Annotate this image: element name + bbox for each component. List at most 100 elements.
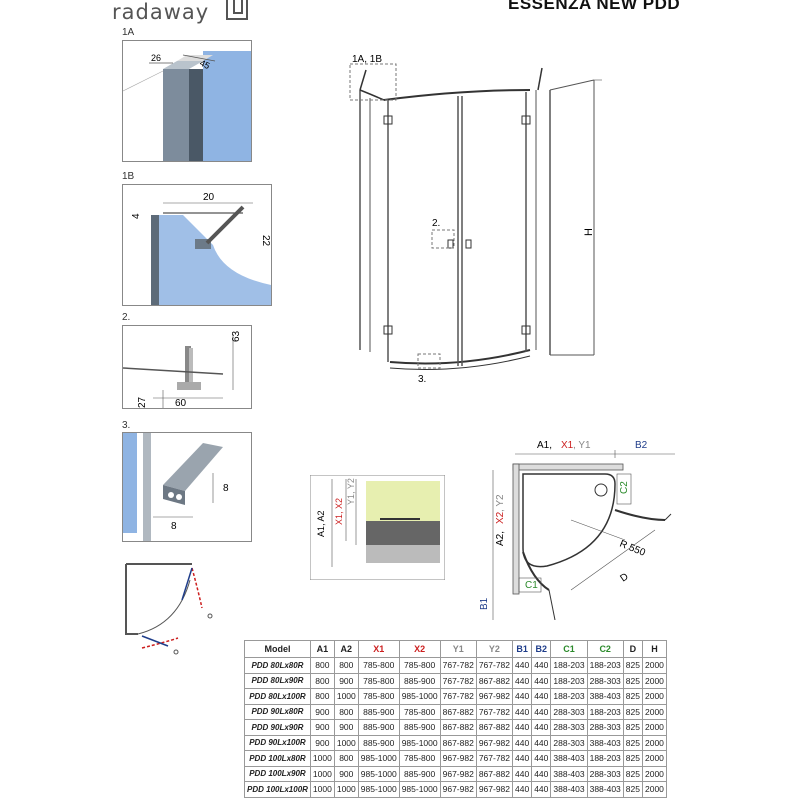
- table-cell: 867-882: [439, 719, 477, 736]
- table-cell: 825: [622, 765, 643, 782]
- plan-top-y: , Y1: [573, 440, 591, 451]
- table-cell: 288-303: [586, 765, 624, 782]
- dim-4: 4: [131, 213, 142, 219]
- table-cell: 867-882: [439, 703, 477, 720]
- table-cell: 985-1000: [357, 765, 400, 782]
- table-cell: 825: [622, 672, 643, 689]
- side-y-label: Y1, Y2: [346, 478, 356, 505]
- table-cell: 288-303: [586, 672, 624, 689]
- plan-top-a: A1,: [537, 440, 552, 451]
- table-cell: 885-900: [357, 719, 400, 736]
- dim-27: 27: [137, 396, 148, 408]
- table-cell: 440: [512, 657, 533, 674]
- table-cell: 900: [309, 719, 335, 736]
- table-cell: 2000: [641, 688, 667, 705]
- dim-8-vertical: 8: [223, 483, 229, 494]
- table-cell: 900: [333, 719, 359, 736]
- table-cell: 825: [622, 719, 643, 736]
- table-cell: 900: [333, 672, 359, 689]
- table-cell: 800: [309, 688, 335, 705]
- detail-2-panel: 63 27 60: [122, 325, 252, 409]
- table-cell: 967-982: [475, 688, 514, 705]
- table-cell: 985-1000: [398, 734, 441, 751]
- side-a-label: A1, A2: [316, 510, 326, 537]
- table-cell: 767-782: [475, 750, 514, 767]
- detail-1a-panel: 26 45: [122, 40, 252, 162]
- table-cell: 440: [531, 765, 552, 782]
- table-cell: 800: [309, 672, 335, 689]
- col-c2: C2: [586, 640, 624, 658]
- table-cell: 800: [333, 750, 359, 767]
- plan-top-x: X1: [561, 440, 574, 451]
- table-cell: 825: [622, 688, 643, 705]
- detail-1a-label: 1A: [122, 27, 135, 38]
- table-cell: 440: [531, 703, 552, 720]
- table-cell: 967-982: [475, 781, 514, 798]
- table-cell: 440: [531, 719, 552, 736]
- table-cell: 2000: [641, 657, 667, 674]
- table-cell: 885-900: [398, 719, 441, 736]
- table-cell: 440: [531, 750, 552, 767]
- table-cell: 388-403: [586, 781, 624, 798]
- table-cell: 800: [333, 657, 359, 674]
- plan-left-y: , Y2: [495, 494, 506, 512]
- table-cell: 767-782: [439, 657, 477, 674]
- table-cell: 440: [512, 688, 533, 705]
- table-cell: 440: [531, 781, 552, 798]
- table-cell: PDD 80Lx90R: [244, 672, 311, 689]
- table-cell: 440: [512, 765, 533, 782]
- table-cell: 800: [333, 703, 359, 720]
- table-cell: 767-782: [475, 657, 514, 674]
- table-cell: 2000: [641, 750, 667, 767]
- table-cell: 825: [622, 657, 643, 674]
- table-cell: 900: [333, 765, 359, 782]
- table-cell: 967-982: [439, 781, 477, 798]
- table-cell: 388-403: [550, 750, 588, 767]
- spec-table: Model A1 A2 X1 X2 Y1 Y2 B1 B2 C1 C2 D H …: [244, 640, 667, 798]
- col-b2: B2: [531, 640, 552, 658]
- table-cell: 440: [512, 703, 533, 720]
- table-cell: 867-882: [439, 734, 477, 751]
- table-cell: 785-800: [398, 657, 441, 674]
- detail-3-label: 3.: [122, 420, 131, 431]
- table-cell: PDD 100Lx80R: [244, 750, 311, 767]
- table-cell: 440: [531, 672, 552, 689]
- product-title: ESSENZA NEW PDD: [508, 0, 681, 13]
- table-cell: 2000: [641, 703, 667, 720]
- table-cell: 985-1000: [357, 750, 400, 767]
- col-h: H: [641, 640, 667, 658]
- detail-3-drawing: 8 8: [123, 433, 229, 541]
- table-cell: 867-882: [475, 719, 514, 736]
- table-cell: 388-403: [586, 734, 624, 751]
- col-x1: X1: [357, 640, 400, 658]
- table-cell: 967-982: [475, 734, 514, 751]
- table-cell: 1000: [333, 734, 359, 751]
- table-cell: 867-882: [475, 672, 514, 689]
- table-cell: 2000: [641, 781, 667, 798]
- table-cell: 967-982: [439, 765, 477, 782]
- table-cell: 825: [622, 703, 643, 720]
- table-cell: 967-982: [439, 750, 477, 767]
- callout-3: 3.: [418, 374, 426, 385]
- table-cell: 785-800: [357, 688, 400, 705]
- col-a2: A2: [333, 640, 359, 658]
- table-cell: 985-1000: [398, 688, 441, 705]
- table-cell: 2000: [641, 719, 667, 736]
- dim-63: 63: [231, 330, 242, 342]
- table-cell: 188-203: [550, 688, 588, 705]
- detail-2-drawing: 63 27 60: [123, 330, 242, 408]
- dim-8-horizontal: 8: [171, 521, 177, 532]
- callout-1a-1b: 1A, 1B: [352, 54, 382, 65]
- plan-top-b: B2: [635, 440, 648, 451]
- table-cell: 388-403: [586, 688, 624, 705]
- table-cell: 1000: [309, 750, 335, 767]
- table-cell: 885-900: [357, 703, 400, 720]
- table-cell: 288-303: [550, 734, 588, 751]
- detail-1b-label: 1B: [122, 171, 135, 182]
- table-cell: 825: [622, 750, 643, 767]
